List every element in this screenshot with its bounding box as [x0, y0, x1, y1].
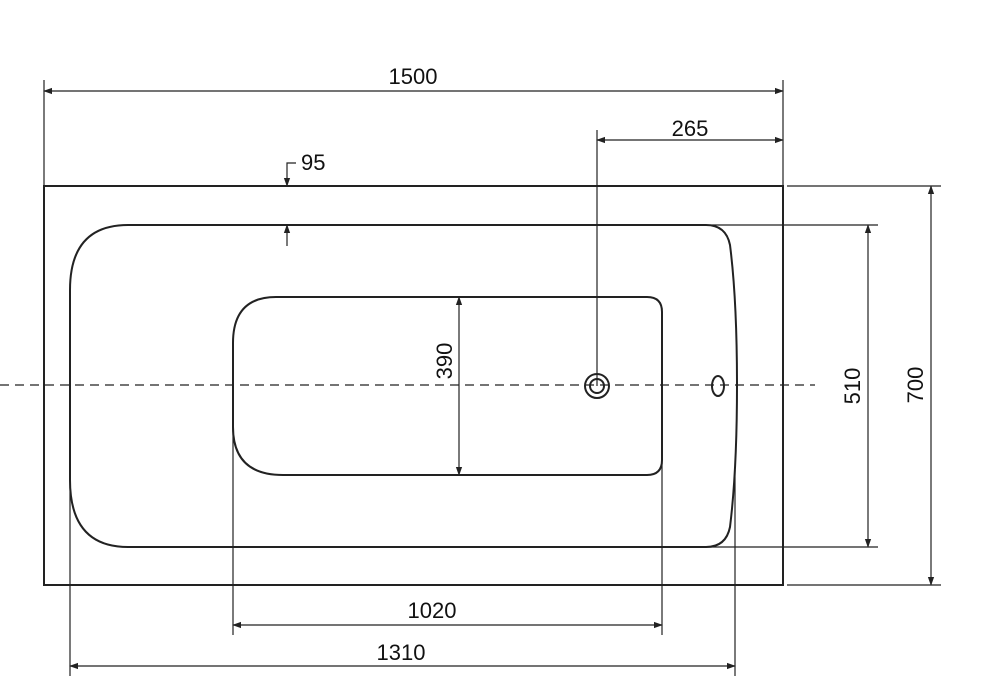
bottom-flat-outline — [232, 296, 663, 476]
dim-label-1020: 1020 — [408, 598, 457, 623]
dim-label-1500: 1500 — [389, 64, 438, 89]
leader-95 — [283, 162, 296, 187]
dim-label-95: 95 — [301, 150, 325, 175]
dim-label-1310: 1310 — [377, 640, 426, 665]
overflow-hole — [711, 375, 725, 397]
inner-basin-outline — [69, 224, 739, 548]
dim-label-510: 510 — [840, 368, 865, 405]
dim-label-390: 390 — [432, 343, 457, 380]
dim-label-700: 700 — [903, 367, 928, 404]
outer-rim-outline — [43, 185, 784, 586]
dim-label-265: 265 — [672, 116, 709, 141]
